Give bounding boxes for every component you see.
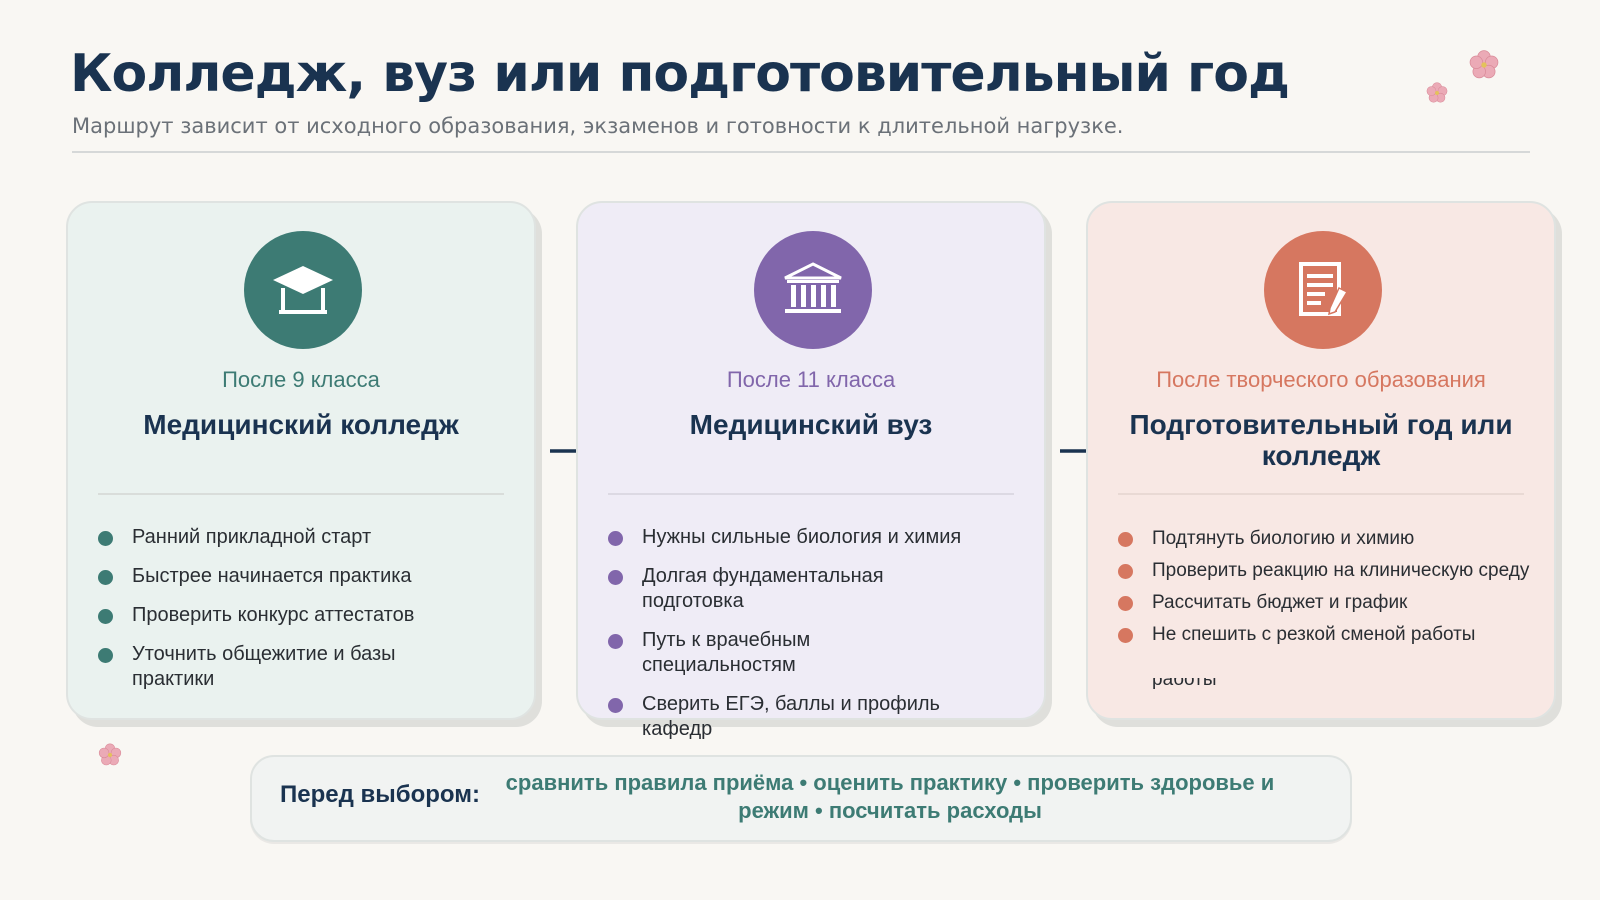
card-kicker: После 11 класса [726, 367, 896, 392]
list-item: Проверить конкурс аттестатов [98, 603, 514, 628]
card-prep-year: После творческого образования Подготовит… [1086, 201, 1556, 720]
list-item: Ранний прикладной старт [98, 525, 514, 550]
graduation-cap-icon [273, 266, 333, 314]
note-label: Перед выбором: [280, 781, 480, 808]
note-text: сравнить правила приёма • оценить практи… [505, 770, 1275, 823]
card-heading: Медицинский вуз [689, 409, 933, 440]
page-title: Колледж, вуз или подготовительный год [70, 44, 1290, 104]
list-item: Нужны сильные биология и химия [608, 525, 1024, 550]
list-item: Уточнить общежитие и базы практики [98, 642, 514, 692]
card-list: Нужны сильные биология и химия Долгая фу… [608, 525, 1024, 756]
card-kicker: После творческого образования [1156, 367, 1486, 392]
bullet-dot [98, 570, 113, 585]
bullet-dot [608, 698, 623, 713]
bullet-dot [608, 531, 623, 546]
blossom-icon [98, 743, 122, 766]
list-item: Рассчитать бюджет и график [1118, 592, 1534, 614]
overflow-text: работы [1152, 678, 1217, 690]
list-item: Путь к врачебным специальностям [608, 628, 1024, 678]
list-item: Быстрее начинается практика [98, 564, 514, 589]
card-university: После 11 класса Медицинский вуз Нужны си… [576, 201, 1046, 740]
bullet-dot [1118, 628, 1133, 643]
card-divider [608, 493, 1014, 495]
bullet-dot [98, 648, 113, 663]
university-building-icon [784, 262, 842, 313]
card-heading: Подготовительный год или колледж [1129, 409, 1513, 471]
bullet-dot [608, 634, 623, 649]
list-item: Долгая фундаментальная подготовка [608, 564, 1024, 614]
card-kicker: После 9 класса [222, 367, 380, 392]
bullet-dot [1118, 596, 1133, 611]
document-edit-icon [1299, 262, 1349, 316]
card-badge [754, 231, 872, 349]
card-badge [1264, 231, 1382, 349]
list-item: Подтянуть биологию и химию [1118, 528, 1534, 550]
blossom-icon [1426, 82, 1448, 103]
card-divider [1118, 493, 1524, 495]
card-college: После 9 класса Медицинский колледж Ранни… [66, 201, 536, 720]
card-divider [98, 493, 504, 495]
summary-note: Перед выбором: сравнить правила приёма •… [250, 755, 1352, 842]
card-list: Ранний прикладной старт Быстрее начинает… [98, 525, 514, 706]
bullet-dot [608, 570, 623, 585]
card-list: Подтянуть биологию и химию Проверить реа… [1118, 528, 1534, 656]
bullet-dot [1118, 564, 1133, 579]
list-item: Проверить реакцию на клиническую среду [1118, 560, 1534, 582]
bullet-dot [1118, 532, 1133, 547]
blossom-icon [1469, 50, 1499, 79]
bullet-dot [98, 609, 113, 624]
header-divider [72, 151, 1530, 153]
card-heading: Медицинский колледж [143, 409, 459, 440]
bullet-dot [98, 531, 113, 546]
list-item: Сверить ЕГЭ, баллы и профиль кафедр [608, 692, 1024, 742]
page-subtitle: Маршрут зависит от исходного образования… [72, 114, 1124, 138]
list-item: Не спешить с резкой сменой работы [1118, 624, 1534, 646]
card-badge [244, 231, 362, 349]
